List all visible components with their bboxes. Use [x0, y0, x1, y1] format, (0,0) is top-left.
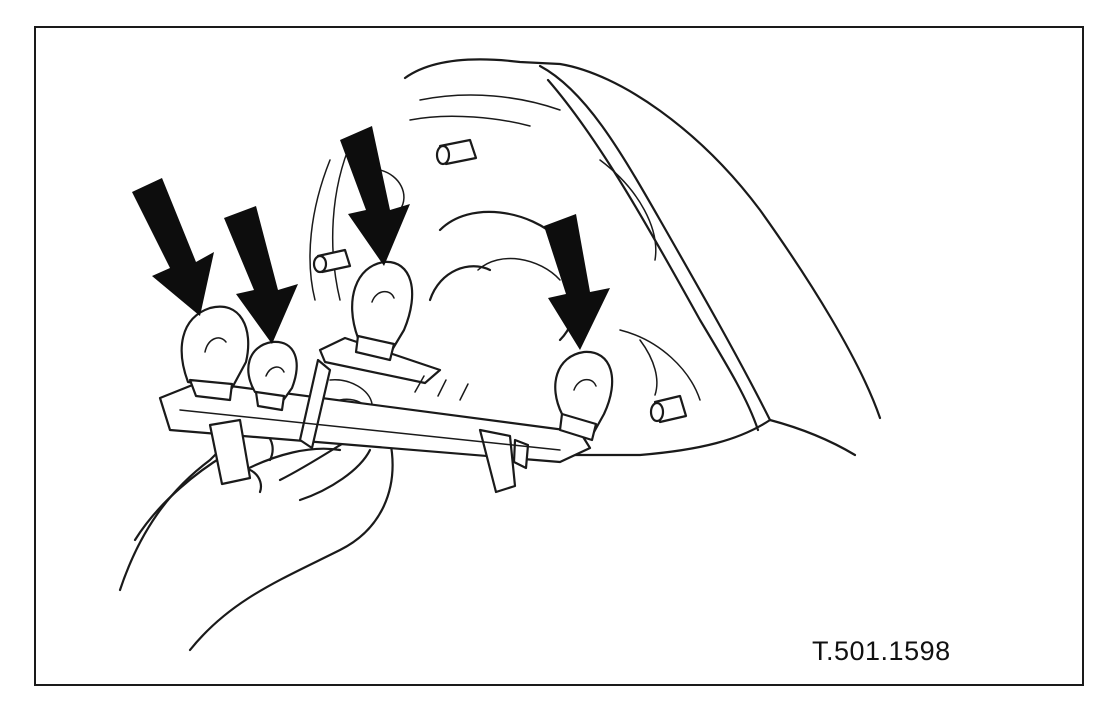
- figure-reference-code: T.501.1598: [812, 636, 951, 666]
- bulb-icon: [180, 305, 250, 402]
- arrow-down-icon: [132, 178, 214, 316]
- arrow-down-icon: [340, 126, 410, 266]
- arrow-down-icon: [544, 214, 610, 350]
- mounting-studs: [312, 138, 688, 424]
- arrow-down-icon: [224, 206, 298, 344]
- bulb-icon: [247, 340, 298, 412]
- bulb-icon: [554, 350, 614, 442]
- bulb-icon: [351, 260, 414, 362]
